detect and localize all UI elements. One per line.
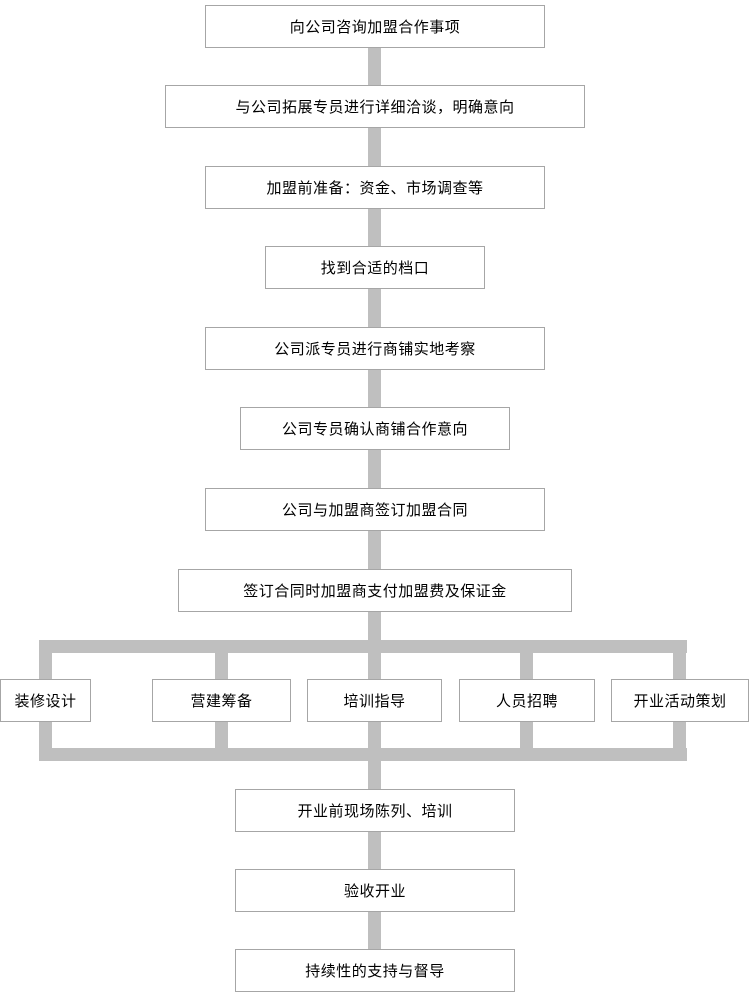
flow-connector-vertical (368, 612, 381, 640)
flow-connector-stub (673, 722, 686, 748)
flow-step-confirm-intent: 公司专员确认商铺合作意向 (240, 407, 510, 450)
flow-connector-stub (520, 722, 533, 748)
flow-step-preparation: 加盟前准备：资金、市场调查等 (205, 166, 545, 209)
flow-step-decoration-design: 装修设计 (0, 679, 91, 722)
flow-connector-vertical (368, 450, 381, 488)
flow-step-sign-contract: 公司与加盟商签订加盟合同 (205, 488, 545, 531)
flow-step-construction-prep: 营建筹备 (152, 679, 291, 722)
flow-connector-vertical (368, 128, 381, 166)
flow-connector-vertical (368, 370, 381, 407)
flow-connector-stub (673, 653, 686, 679)
flow-connector-vertical (368, 832, 381, 869)
flow-step-site-inspection: 公司派专员进行商铺实地考察 (205, 327, 545, 370)
flow-step-acceptance-opening: 验收开业 (235, 869, 515, 912)
flow-step-opening-planning: 开业活动策划 (611, 679, 749, 722)
flow-connector-stub (215, 653, 228, 679)
flow-connector-vertical (368, 289, 381, 327)
flow-step-pay-fees: 签订合同时加盟商支付加盟费及保证金 (178, 569, 572, 612)
flow-connector-stub (368, 653, 381, 679)
flow-connector-vertical (368, 48, 381, 85)
flow-step-training-guidance: 培训指导 (307, 679, 442, 722)
flow-connector-stub (520, 653, 533, 679)
flow-connector-stub (368, 722, 381, 748)
flow-connector-vertical (368, 912, 381, 949)
flow-step-recruitment: 人员招聘 (459, 679, 595, 722)
flow-connector-stub (215, 722, 228, 748)
flow-connector-stub (39, 722, 52, 748)
flow-connector-vertical (368, 531, 381, 569)
flow-step-pre-opening-display: 开业前现场陈列、培训 (235, 789, 515, 832)
flow-step-consult: 向公司咨询加盟合作事项 (205, 5, 545, 48)
flow-connector-branch-bottom (39, 748, 687, 761)
flow-step-find-location: 找到合适的档口 (265, 246, 485, 289)
flow-step-negotiate: 与公司拓展专员进行详细洽谈，明确意向 (165, 85, 585, 128)
flow-connector-stub (39, 653, 52, 679)
flow-connector-branch-top (39, 640, 687, 653)
flow-step-ongoing-support: 持续性的支持与督导 (235, 949, 515, 992)
flow-connector-vertical (368, 761, 381, 789)
flow-connector-vertical (368, 209, 381, 246)
